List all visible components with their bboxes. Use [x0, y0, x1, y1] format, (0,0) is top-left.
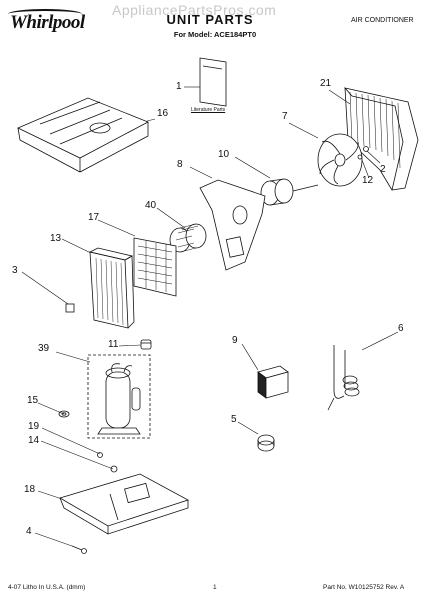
callout-14: 14	[28, 435, 40, 446]
model-line: For Model: ACE184PT0	[173, 30, 257, 39]
callout-7: 7	[282, 111, 288, 122]
part-screw	[71, 545, 87, 554]
callout-15: 15	[27, 395, 39, 406]
literature-label: Literature Parts	[191, 107, 226, 113]
part-compressor-assembly	[87, 354, 151, 439]
part-fan-nut	[363, 146, 369, 152]
callout-11: 11	[108, 339, 119, 350]
callout-10: 10	[218, 149, 230, 160]
callout-39: 39	[38, 343, 50, 354]
part-fan-motor	[245, 178, 319, 206]
callout-4: 4	[26, 526, 32, 537]
part-heater-element	[327, 345, 360, 411]
callout-9: 9	[232, 335, 238, 346]
watermark: AppliancePartsPros.com	[112, 2, 277, 18]
page-title: UNIT PARTS	[166, 12, 254, 27]
part-washer	[110, 465, 118, 473]
callout-40: 40	[145, 200, 157, 211]
footer-part-number: Part No. W10125752 Rev. A	[323, 584, 405, 591]
part-motor-bracket	[199, 179, 266, 271]
callout-8: 8	[177, 159, 183, 170]
callout-13: 13	[50, 233, 62, 244]
callout-18: 18	[24, 484, 36, 495]
callout-2: 2	[380, 164, 386, 175]
part-nut	[97, 452, 103, 458]
part-clip	[357, 154, 363, 160]
part-top-cover	[17, 97, 149, 173]
part-base-pan	[59, 473, 190, 535]
category-label: AIR CONDITIONER	[351, 17, 414, 24]
brand-logo: Whirlpool	[10, 12, 85, 33]
part-small-bracket	[65, 303, 75, 313]
part-run-capacitor	[257, 365, 289, 399]
part-knob	[257, 434, 275, 452]
callout-6: 6	[398, 323, 404, 334]
part-filter-grille	[133, 237, 177, 297]
footer-litho: 4-07 Litho In U.S.A. (dmm)	[8, 584, 86, 591]
part-grommet	[58, 410, 70, 418]
part-fan-blade	[317, 133, 363, 187]
part-evaporator-coil	[88, 247, 135, 329]
footer-page-number: 1	[213, 584, 217, 591]
part-condenser-coil	[343, 87, 419, 191]
callout-3: 3	[12, 265, 18, 276]
callout-12: 12	[362, 175, 374, 186]
callout-21: 21	[320, 78, 332, 89]
logo-swoosh	[8, 9, 82, 19]
callout-19: 19	[28, 421, 40, 432]
part-literature	[199, 57, 227, 107]
callout-17: 17	[88, 212, 100, 223]
part-cap	[140, 339, 152, 350]
callout-1: 1	[176, 81, 182, 92]
callout-16: 16	[157, 108, 169, 119]
callout-5: 5	[231, 414, 237, 425]
